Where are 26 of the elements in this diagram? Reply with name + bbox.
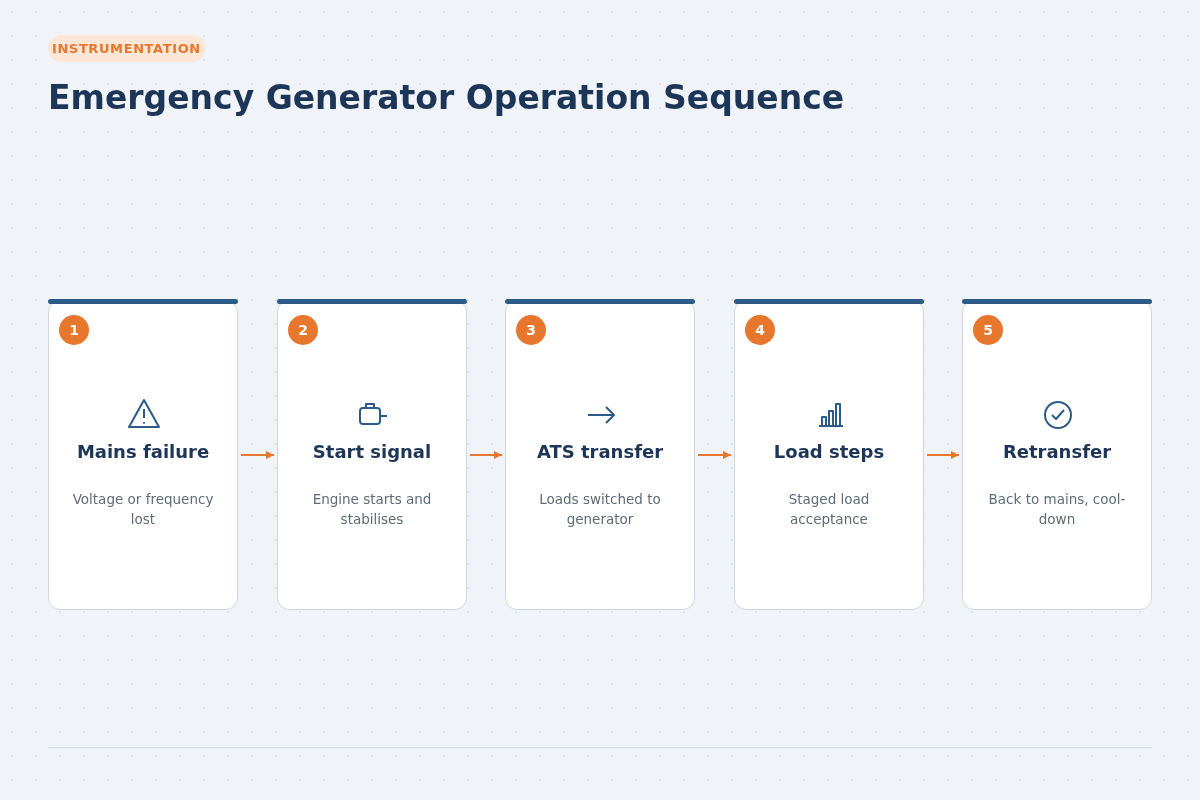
arrow — [469, 451, 503, 459]
step-card — [277, 300, 467, 610]
arrow — [240, 451, 275, 459]
arrow — [926, 451, 960, 459]
step-description: Engine starts and stabilises — [311, 490, 433, 529]
step-description: Back to mains, cool-down — [987, 490, 1127, 529]
step-number: 2 — [288, 315, 318, 345]
step-card — [505, 300, 695, 610]
step-card — [734, 300, 924, 610]
step-description: Loads switched to generator — [538, 490, 662, 529]
step-number: 5 — [973, 315, 1003, 345]
step-number: 4 — [745, 315, 775, 345]
step-title: ATS transfer — [535, 441, 665, 462]
step-title: Mains failure — [75, 441, 211, 462]
step-title: Retransfer — [1001, 441, 1113, 462]
arrow — [697, 451, 732, 459]
step-card — [48, 300, 238, 610]
title: Emergency Generator Operation Sequence — [48, 78, 845, 117]
step-number: 1 — [59, 315, 89, 345]
step-card — [962, 300, 1152, 610]
step-number: 3 — [516, 315, 546, 345]
step-title: Start signal — [311, 441, 433, 462]
step-description: Staged load acceptance — [787, 490, 871, 529]
category-tag: INSTRUMENTATION — [48, 35, 205, 62]
step-title: Load steps — [772, 441, 886, 462]
step-description: Voltage or frequency lost — [71, 490, 215, 529]
